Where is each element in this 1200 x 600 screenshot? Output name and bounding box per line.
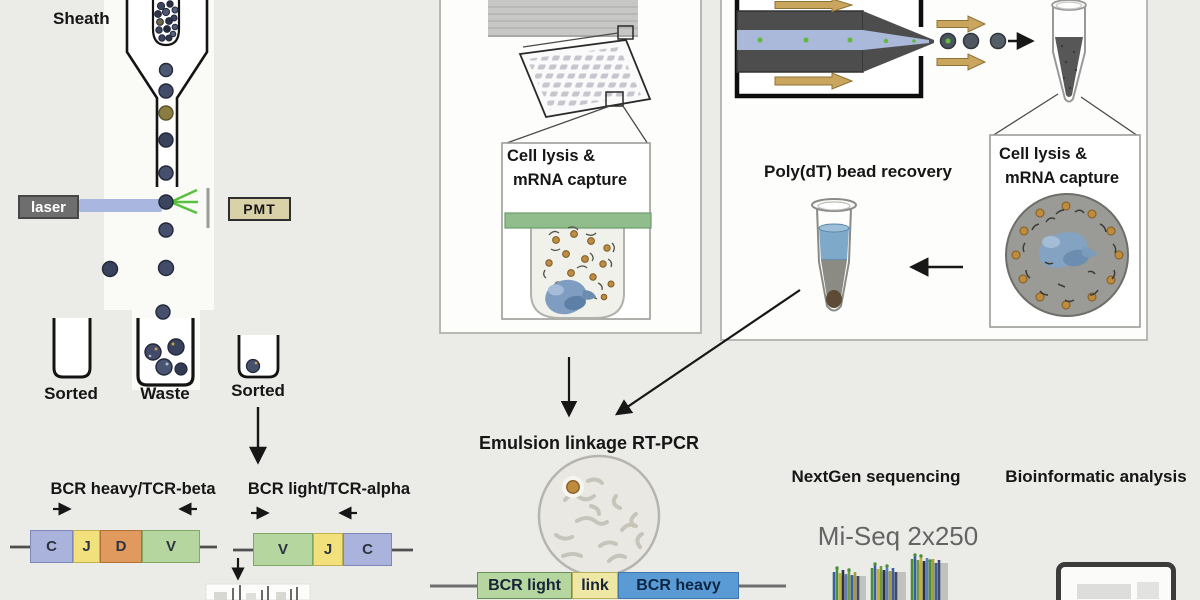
droplet-caption-line2: mRNA capture <box>1005 169 1119 187</box>
sheath-label: Sheath <box>53 9 110 28</box>
pmt-box: PMT <box>228 197 291 221</box>
laptop-screen-content-2 <box>1137 582 1159 599</box>
construct-bcr-light: BCR light <box>477 572 572 599</box>
plate-caption-line2: mRNA capture <box>513 171 627 189</box>
sorted-right-label: Sorted <box>231 381 285 400</box>
laser-box: laser <box>18 195 79 219</box>
sorted-cup-right <box>237 335 280 379</box>
stream-backdrop <box>104 0 214 310</box>
plate-caption-line1: Cell lysis & <box>507 147 596 165</box>
miseq-platform-label: Mi-Seq 2x250 <box>817 521 979 551</box>
construct-link: link <box>572 572 618 599</box>
sequence-trace-thumbnail <box>205 583 311 600</box>
sequencing-read-clusters <box>832 553 948 600</box>
nextgen-heading: NextGen sequencing <box>791 467 961 486</box>
laser-label: laser <box>30 198 67 216</box>
light-segment-j: J <box>313 533 343 566</box>
waste-label: Waste <box>140 384 190 403</box>
droplet-caption-line1: Cell lysis & <box>999 145 1088 163</box>
primer-arrows <box>53 502 357 520</box>
plate-lysis-panel <box>439 0 702 334</box>
waste-cup-backdrop <box>132 300 200 390</box>
bioinformatic-heading: Bioinformatic analysis <box>1005 467 1187 486</box>
pmt-label: PMT <box>243 201 276 217</box>
emulsion-rtpcr-label: Emulsion linkage RT-PCR <box>478 433 700 453</box>
sorted-left-label: Sorted <box>44 384 98 403</box>
light-chain-title: BCR light/TCR-alpha <box>247 480 411 498</box>
analysis-laptop <box>1056 562 1176 600</box>
light-segment-c: C <box>343 533 392 566</box>
bead-in-emulsion <box>566 480 580 494</box>
construct-bcr-heavy: BCR heavy <box>618 572 739 599</box>
light-segment-v: V <box>253 533 313 566</box>
heavy-segment-d: D <box>100 530 142 563</box>
emulsion-droplet-circle <box>537 454 661 578</box>
sorted-cup-left <box>52 318 92 379</box>
polydt-recovery-label: Poly(dT) bead recovery <box>763 162 952 181</box>
heavy-segment-v: V <box>142 530 200 563</box>
heavy-segment-c: C <box>30 530 73 563</box>
heavy-chain-title: BCR heavy/TCR-beta <box>50 480 216 498</box>
heavy-segment-j: J <box>73 530 100 563</box>
laptop-screen-content <box>1077 584 1131 599</box>
